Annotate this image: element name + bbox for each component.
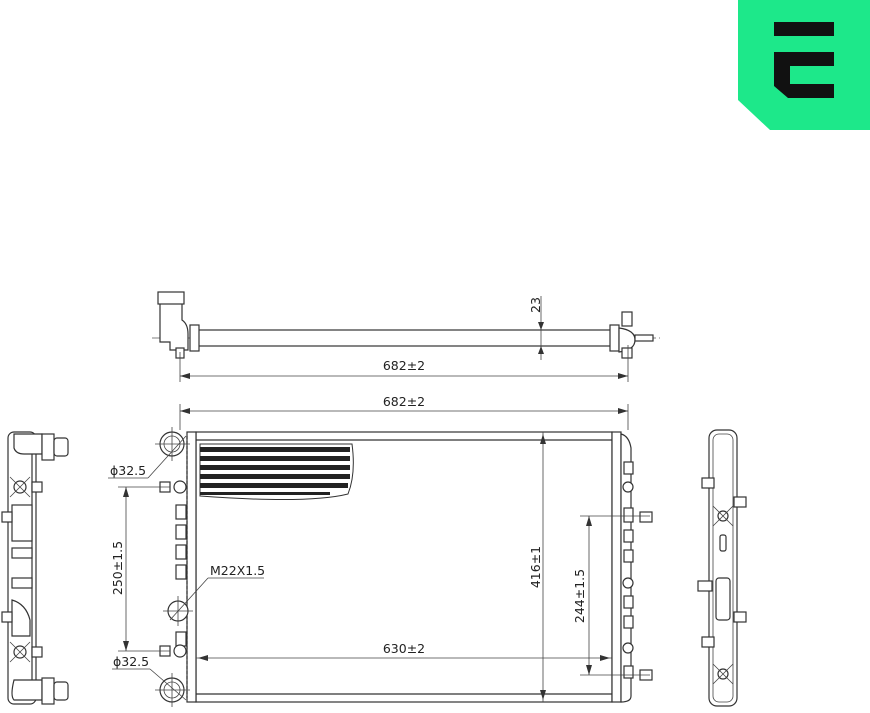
depth-dimension-label: 23 <box>528 297 543 313</box>
right-mount-spacing-label: 244±1.5 <box>572 569 587 623</box>
front-width-dimension-label: 682±2 <box>383 394 425 409</box>
right-side-view <box>697 429 747 707</box>
brand-logo <box>738 0 870 130</box>
drain-thread-label: M22X1.5 <box>210 563 265 578</box>
right-tank-clips <box>622 461 634 679</box>
left-side-view <box>1 431 69 705</box>
left-mount-spacing-label: 250±1.5 <box>110 541 125 595</box>
core-width-dimension-label: 630±2 <box>383 641 425 656</box>
height-dimension-label: 416±1 <box>528 546 543 588</box>
top-width-dimension-label: 682±2 <box>383 358 425 373</box>
left-tank-clips <box>175 504 187 647</box>
core-fins <box>199 443 354 501</box>
top-view: 23 682±2 <box>152 291 660 382</box>
bottom-outlet-diameter-label: ϕ32.5 <box>113 654 149 669</box>
top-inlet-diameter-label: ϕ32.5 <box>110 463 146 478</box>
logo-e-icon <box>738 0 870 130</box>
front-view: 682±2 <box>108 394 653 707</box>
